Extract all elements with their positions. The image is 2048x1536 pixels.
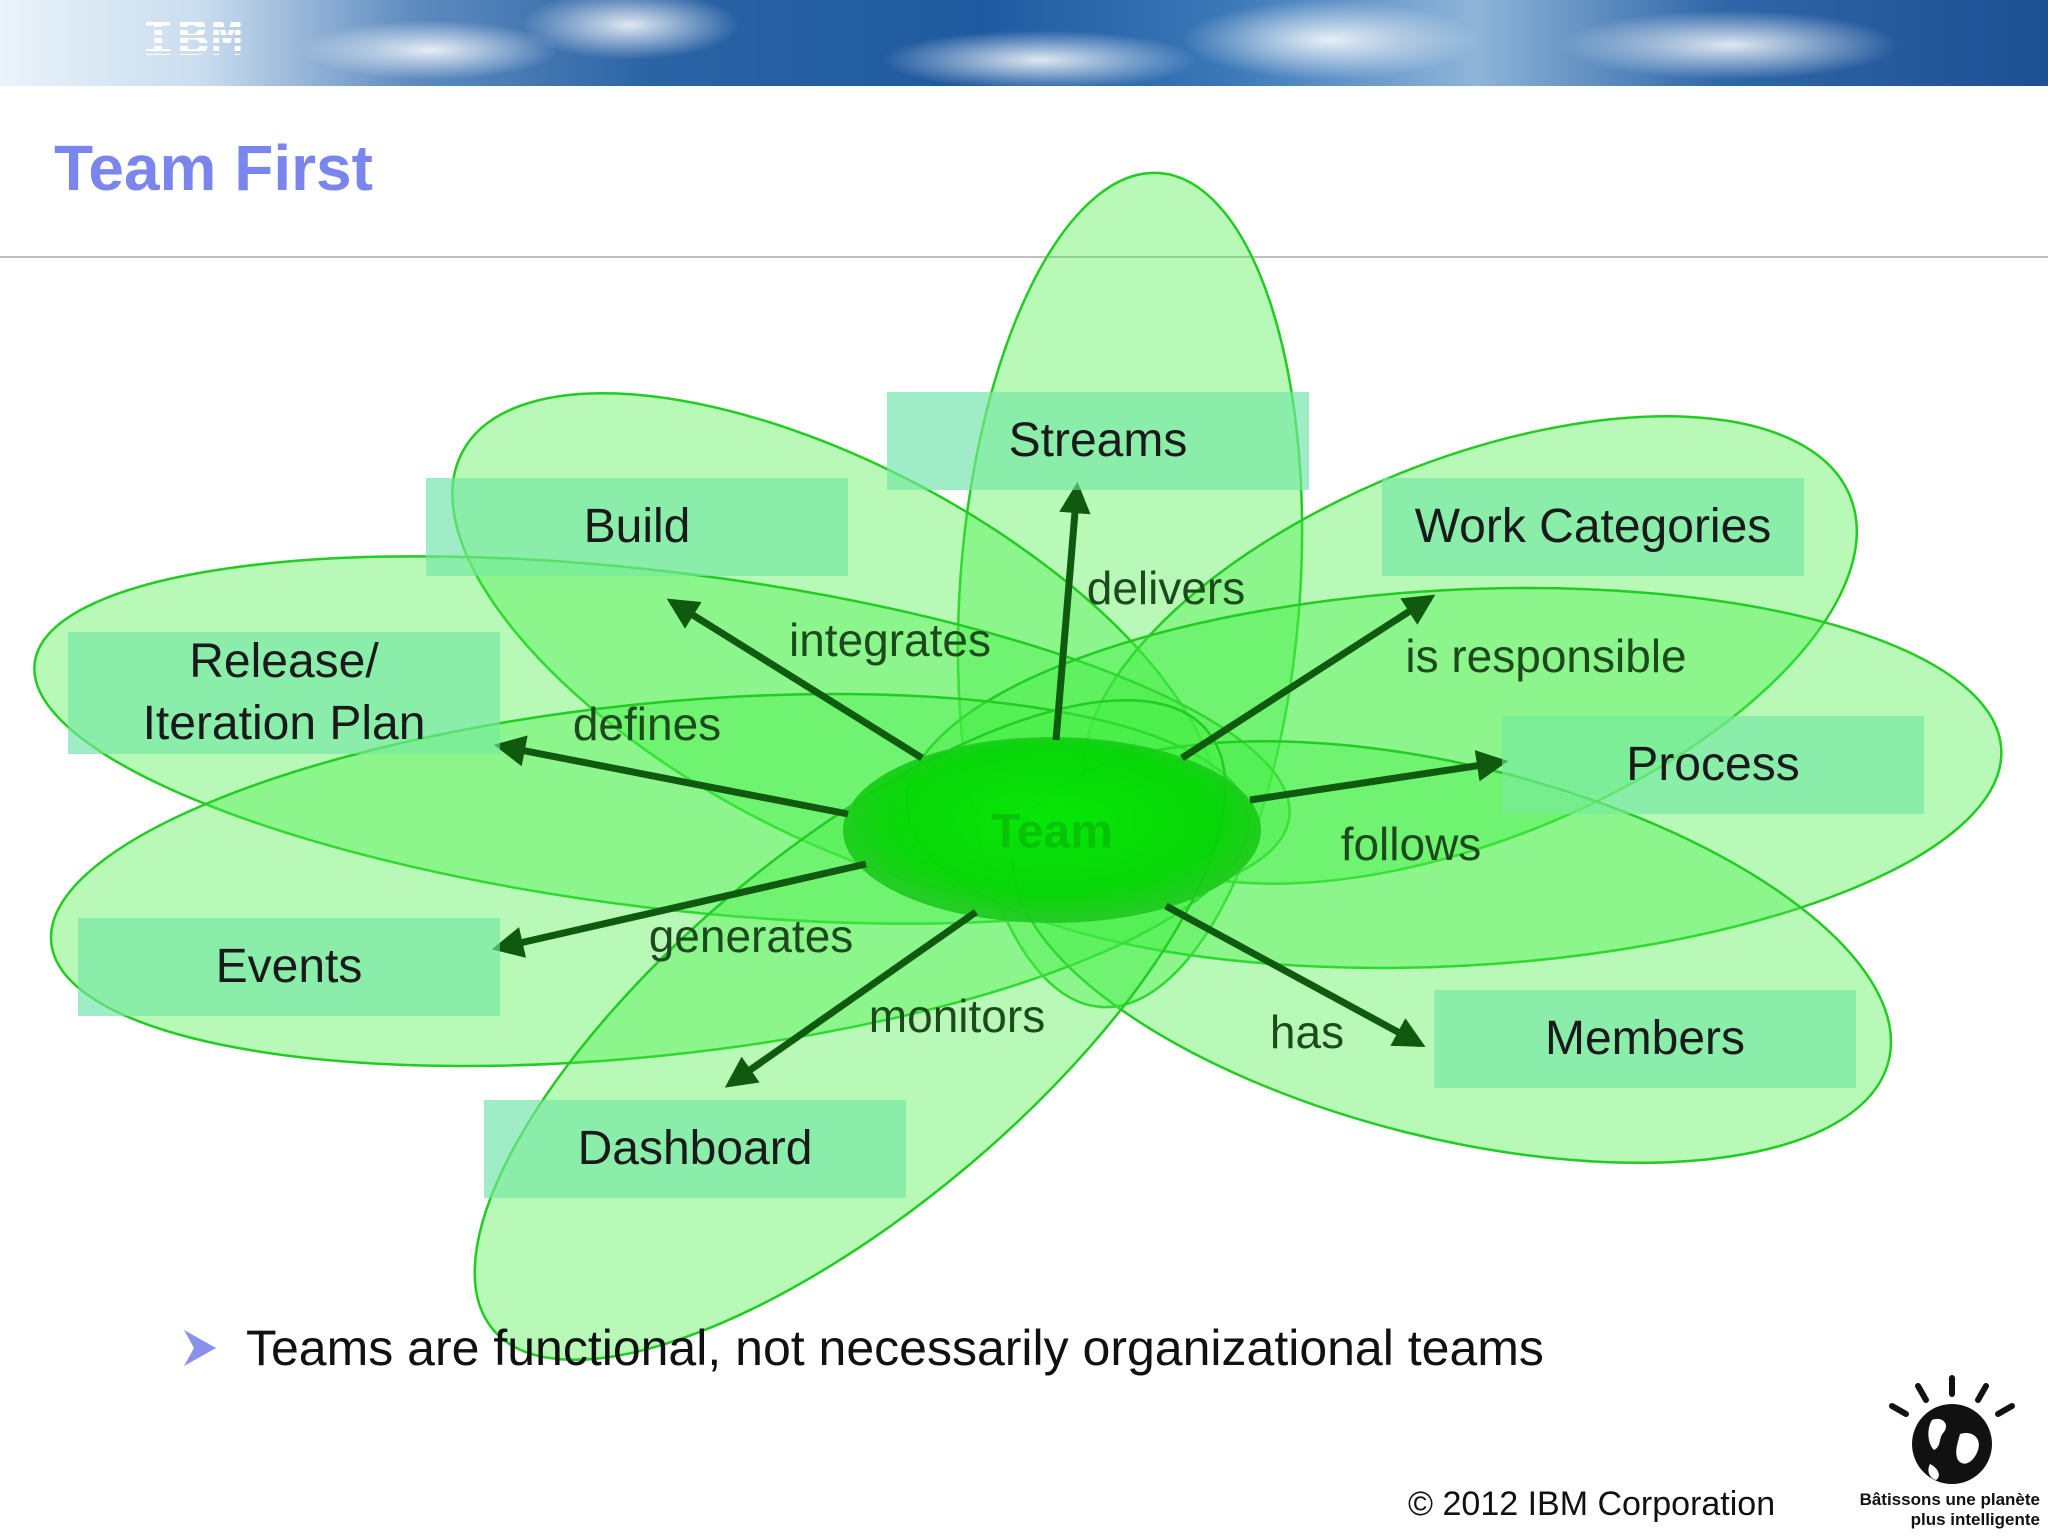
team-center-label: Team [991,805,1113,859]
arrow-generates [491,860,867,958]
tagline-line2: plus intelligente [1910,1510,2040,1529]
node-box-overlays [68,392,1924,1198]
node-events-label: Events [215,940,363,993]
node-streams-label: Streams [1008,414,1188,467]
node-release-label-line1: Release/ [189,635,379,688]
edge-label-has: has [1269,1006,1345,1058]
arrow-monitors [724,909,979,1088]
node-release-label-line2: Iteration Plan [142,697,426,750]
node-process: Process [1502,716,1924,814]
tagline-line1: Bâtissons une planète [1859,1490,2040,1509]
bullet-text: Teams are functional, not necessarily or… [246,1320,1544,1376]
edge-label-delivers: delivers [1086,562,1246,614]
arrow-integrates [666,598,924,761]
edge-label-follows: follows [1340,818,1482,870]
edge-label-is-responsible: is responsible [1405,630,1687,682]
node-dashboard-label: Dashboard [577,1122,813,1175]
node-process-label: Process [1626,738,1800,791]
slide-title: Team First [54,132,373,204]
arrow-is-responsible [1180,594,1436,761]
relationship-arrows [491,481,1509,1088]
arrow-has [1164,902,1426,1048]
edge-label-integrates: integrates [788,614,992,666]
ibm-logo: IBM [142,11,246,72]
edge-label-generates: generates [648,910,854,962]
team-center-oval [843,737,1261,923]
title-divider [0,256,2048,258]
node-build: Build [426,478,848,576]
edge-label-defines: defines [572,698,722,750]
node-members: Members [1434,990,1856,1088]
arrow-delivers [1052,481,1091,741]
copyright-footer: © 2012 IBM Corporation [1408,1485,1776,1523]
arrow-defines [493,735,849,818]
node-dashboard: Dashboard [484,1100,906,1198]
arrow-bullet-icon [184,1330,216,1366]
smarter-planet-tagline: Bâtissons une planète plus intelligente [1832,1490,2040,1530]
edge-label-monitors: monitors [868,990,1046,1042]
node-streams: Streams [887,392,1309,490]
node-members-label: Members [1544,1012,1746,1065]
node-work-categories-label: Work Categories [1414,500,1772,553]
header-banner: IBM [0,0,2048,86]
node-release-iteration-plan: Release/ Iteration Plan [68,632,500,754]
node-build-label: Build [583,500,691,553]
node-events: Events [78,918,500,1016]
arrow-follows [1249,750,1509,804]
smarter-planet-globe-icon [1889,1375,2015,1484]
node-work-categories: Work Categories [1382,478,1804,576]
bullet-point: Teams are functional, not necessarily or… [182,1318,1544,1378]
